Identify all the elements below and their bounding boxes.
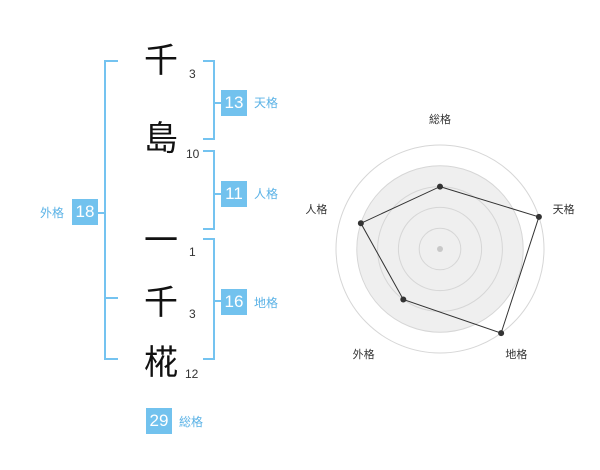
soukaku-label: 総格 xyxy=(179,415,204,429)
tenkaku-value-badge: 13 xyxy=(221,90,247,116)
radar-center-dot xyxy=(437,246,443,252)
chikaku-label: 地格 xyxy=(254,296,279,310)
jinkaku-bracket xyxy=(203,150,215,230)
name-char-4: 千 xyxy=(144,283,178,323)
radar-point-3 xyxy=(498,330,505,337)
radar-axis-label-1: 総格 xyxy=(429,112,451,126)
stroke-count-2: 10 xyxy=(186,147,200,161)
radar-ring-4 xyxy=(356,165,524,333)
name-char-5: 椛 xyxy=(144,343,178,383)
radar-ring-5 xyxy=(335,144,545,354)
chikaku-bracket xyxy=(203,238,215,360)
name-char-2: 島 xyxy=(144,119,178,159)
name-char-3: 一 xyxy=(144,221,178,261)
tenkaku-bracket xyxy=(203,60,215,140)
radar-axis-label-4: 外格 xyxy=(353,347,375,361)
radar-points xyxy=(357,183,542,337)
stroke-count-5: 12 xyxy=(185,367,199,381)
jinkaku-value-badge: 11 xyxy=(221,181,247,207)
soukaku-value-badge: 29 xyxy=(146,408,172,434)
radar-data-polygon xyxy=(360,186,540,334)
tenkaku-tick xyxy=(215,102,221,104)
gaikaku-label: 外格 xyxy=(40,206,65,220)
stroke-count-1: 3 xyxy=(189,67,196,81)
radar-ring-1 xyxy=(418,227,462,271)
radar-point-2 xyxy=(535,213,542,220)
tenkaku-label: 天格 xyxy=(254,96,279,110)
radar-point-1 xyxy=(437,183,443,190)
gaikaku-bracket xyxy=(104,60,118,360)
stroke-count-3: 1 xyxy=(189,245,196,259)
radar-axis-label-2: 天格 xyxy=(553,202,575,216)
radar-axis-label-5: 人格 xyxy=(305,202,327,216)
radar-grid xyxy=(335,144,545,354)
radar-axis-label-3: 地格 xyxy=(505,347,527,361)
jinkaku-label: 人格 xyxy=(254,187,279,201)
chikaku-value-badge: 16 xyxy=(221,289,247,315)
jinkaku-tick xyxy=(215,193,221,195)
radar-point-5 xyxy=(357,220,364,227)
name-char-1: 千 xyxy=(144,41,178,81)
gaikaku-value-badge: 18 xyxy=(72,199,98,225)
radar-ring-2 xyxy=(397,206,483,292)
gaikaku-bracket-tick-bottom xyxy=(104,297,118,299)
chikaku-tick xyxy=(215,300,221,302)
radar-point-4 xyxy=(400,296,407,303)
stroke-count-4: 3 xyxy=(189,307,196,321)
